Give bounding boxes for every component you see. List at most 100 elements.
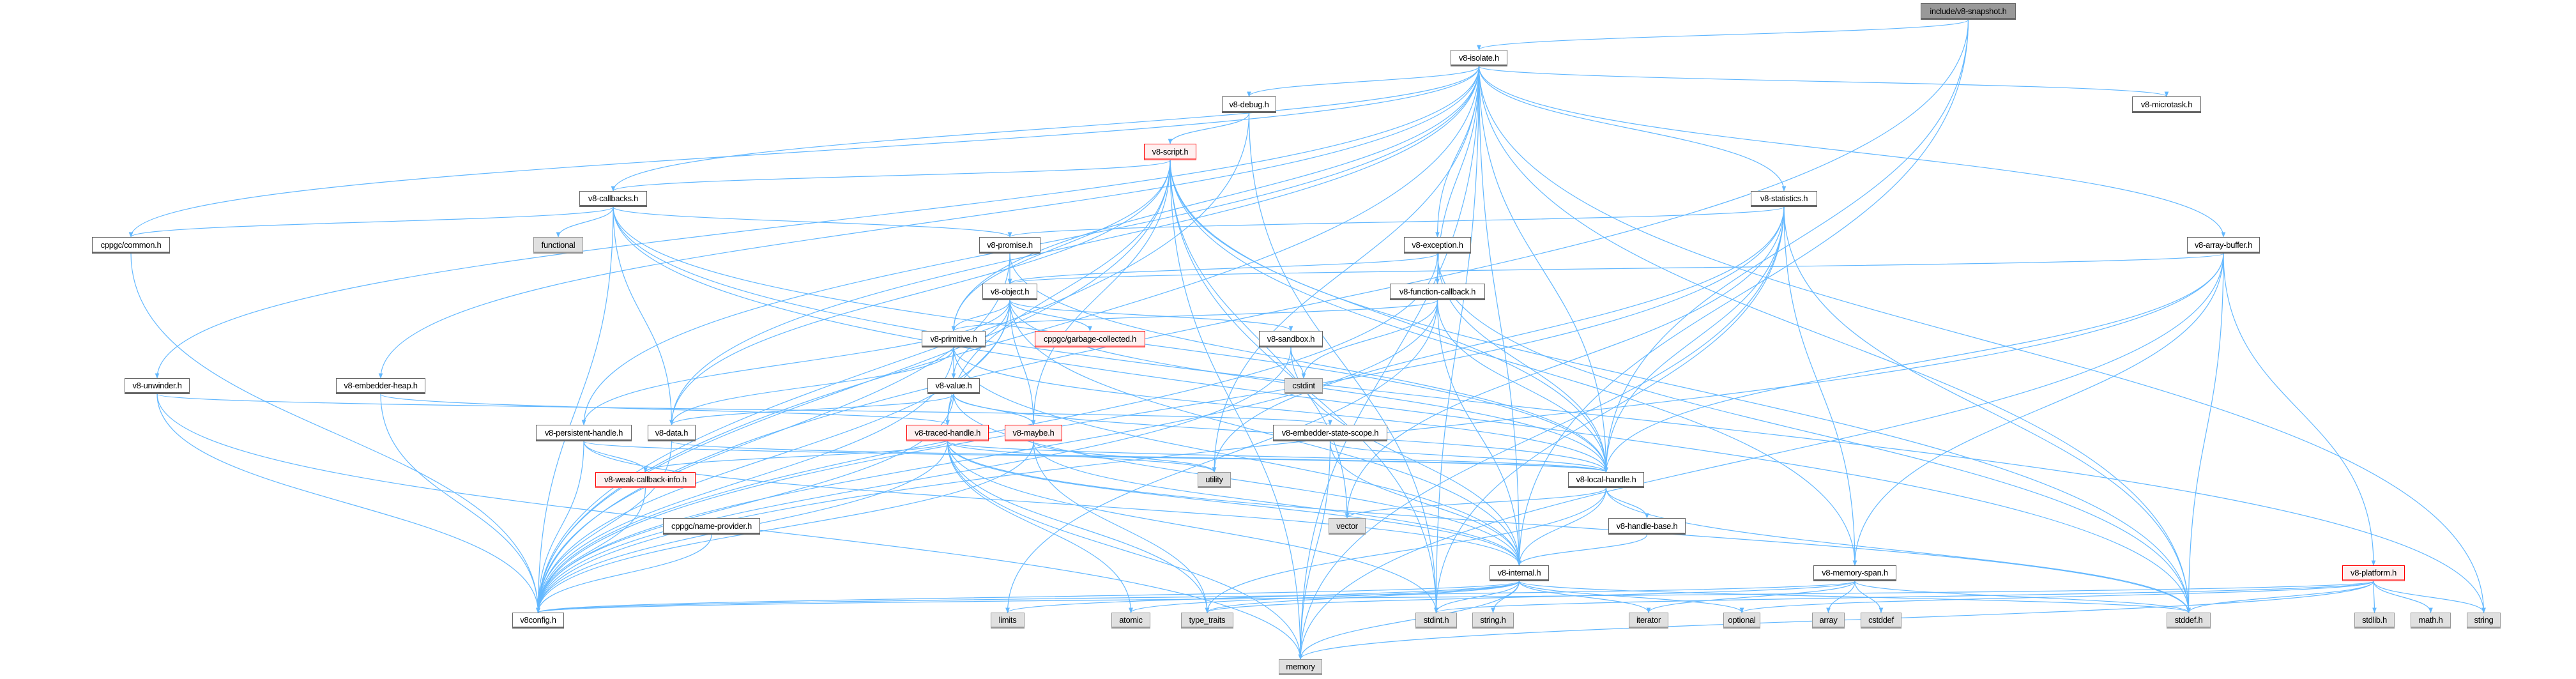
node-v8-embedder-state-scope-h[interactable]: v8-embedder-state-scope.h — [1273, 425, 1387, 441]
node-v8-function-callback-h[interactable]: v8-function-callback.h — [1390, 284, 1485, 300]
edge-v8-internal-h-to-atomic — [1129, 581, 1520, 613]
edge-v8-object-h-to-v8config-h — [536, 300, 1010, 613]
edge-v8-value-h-to-v8-maybe-h — [953, 393, 1036, 425]
node-v8-isolate-h[interactable]: v8-isolate.h — [1451, 50, 1507, 66]
node-string-h: string.h — [1472, 613, 1514, 629]
edge-v8-platform-h-to-optional — [1739, 581, 2374, 613]
edge-v8-traced-handle-h-to-v8-internal-h — [947, 441, 1521, 566]
node-v8-array-buffer-h[interactable]: v8-array-buffer.h — [2187, 237, 2260, 254]
node-label: iterator — [1636, 615, 1661, 625]
edge-v8-array-buffer-h-to-v8-object-h — [1008, 253, 2224, 284]
node-stdlib-h: stdlib.h — [2354, 613, 2395, 629]
node-v8-callbacks-h[interactable]: v8-callbacks.h — [579, 191, 647, 207]
edge-v8-isolate-h-to-v8-callbacks-h — [611, 66, 1480, 192]
edge-v8-embedder-state-scope-h-to-memory — [1298, 441, 1331, 660]
edge-v8-value-h-to-v8-internal-h — [953, 393, 1521, 566]
node-optional: optional — [1723, 613, 1760, 629]
edge-v8-persistent-handle-h-to-v8config-h — [536, 441, 584, 613]
edge-cppgc-common-h-to-v8config-h — [130, 253, 540, 613]
edge-v8-traced-handle-h-to-v8-local-handle-h — [947, 441, 1608, 473]
node-memory: memory — [1279, 659, 1322, 675]
edge-v8-function-callback-h-to-v8config-h — [536, 300, 1438, 613]
edge-v8-function-callback-h-to-v8-local-handle-h — [1437, 300, 1608, 473]
node-label: v8-sandbox.h — [1267, 333, 1315, 344]
edge-v8-embedder-heap-h-to-v8config-h — [380, 393, 540, 613]
node-iterator: iterator — [1629, 613, 1668, 629]
node-label: v8-embedder-state-scope.h — [1281, 427, 1379, 438]
node-label: v8-exception.h — [1412, 240, 1463, 250]
node-v8-primitive-h[interactable]: v8-primitive.h — [922, 331, 986, 347]
node-math-h: math.h — [2411, 613, 2451, 629]
edge-v8-isolate-h-to-string — [1478, 66, 2486, 613]
node-cstddef: cstddef — [1861, 613, 1902, 629]
node-label: v8-unwinder.h — [132, 381, 182, 390]
edge-v8-internal-h-to-iterator — [1518, 581, 1651, 613]
edge-v8-script-h-to-stddef-h — [1170, 160, 2191, 613]
node-label: v8-isolate.h — [1459, 52, 1499, 63]
node-v8-debug-h[interactable]: v8-debug.h — [1222, 96, 1276, 113]
node-v8-unwinder-h[interactable]: v8-unwinder.h — [125, 378, 190, 394]
edge-v8-platform-h-to-stdlib-h — [2372, 581, 2377, 613]
edge-v8-isolate-h-to-v8-debug-h — [1247, 66, 1480, 97]
edge-v8-callbacks-h-to-v8-promise-h — [613, 206, 1012, 238]
edge-v8-unwinder-h-to-v8config-h — [156, 393, 540, 613]
node-v8-statistics-h[interactable]: v8-statistics.h — [1751, 191, 1817, 207]
edge-v8-exception-h-to-stddef-h — [1437, 253, 2191, 613]
node-label: v8-data.h — [655, 427, 689, 438]
edge-v8-value-h-to-v8-data-h — [669, 393, 954, 425]
node-stddef-h: stddef.h — [2167, 613, 2211, 629]
node-include-v8-snapshot-h[interactable]: include/v8-snapshot.h — [1921, 3, 2016, 20]
node-cppgc-name-provider-h[interactable]: cppgc/name-provider.h — [663, 518, 760, 535]
node-v8-script-h[interactable]: v8-script.h — [1144, 144, 1196, 160]
node-v8-data-h[interactable]: v8-data.h — [648, 425, 696, 441]
node-label: v8-local-handle.h — [1576, 475, 1636, 484]
edge-v8-script-h-to-v8-data-h — [669, 160, 1171, 425]
edge-v8-unwinder-h-to-v8-embedder-state-scope-h — [156, 393, 1332, 425]
node-v8-microtask-h[interactable]: v8-microtask.h — [2132, 96, 2201, 113]
node-v8-object-h[interactable]: v8-object.h — [982, 284, 1037, 300]
node-label: optional — [1728, 615, 1756, 625]
node-cppgc-common-h[interactable]: cppgc/common.h — [92, 237, 170, 254]
node-label: v8-weak-callback-info.h — [604, 475, 687, 484]
edge-v8-object-h-to-v8-primitive-h — [951, 300, 1010, 332]
node-label: functional — [541, 240, 575, 250]
node-v8-platform-h[interactable]: v8-platform.h — [2342, 565, 2405, 581]
node-label: v8-microtask.h — [2140, 99, 2193, 109]
node-label: v8-memory-span.h — [1822, 568, 1888, 577]
edge-v8-platform-h-to-stdint-h — [1434, 581, 2374, 613]
node-v8-embedder-heap-h[interactable]: v8-embedder-heap.h — [336, 378, 425, 394]
node-label: cppgc/name-provider.h — [671, 521, 752, 531]
node-v8config-h[interactable]: v8config.h — [512, 613, 564, 629]
edge-v8-script-h-to-v8-traced-handle-h — [945, 160, 1171, 425]
node-limits: limits — [991, 613, 1025, 629]
edge-v8-platform-h-to-v8config-h — [537, 581, 2374, 613]
node-v8-internal-h[interactable]: v8-internal.h — [1490, 565, 1549, 581]
edge-v8-embedder-state-scope-h-to-v8-local-handle-h — [1329, 441, 1608, 473]
node-v8-handle-base-h[interactable]: v8-handle-base.h — [1608, 518, 1686, 535]
node-v8-promise-h[interactable]: v8-promise.h — [979, 237, 1040, 254]
node-v8-persistent-handle-h[interactable]: v8-persistent-handle.h — [536, 425, 632, 441]
node-label: array — [1819, 615, 1838, 625]
node-cppgc-garbage-collected-h[interactable]: cppgc/garbage-collected.h — [1035, 331, 1145, 347]
node-label: v8-callbacks.h — [588, 194, 639, 203]
node-v8-maybe-h[interactable]: v8-maybe.h — [1005, 425, 1062, 441]
edge-v8-traced-handle-h-to-v8-weak-callback-info-h — [643, 441, 949, 473]
edge-v8-function-callback-h-to-cstdint — [1301, 300, 1438, 379]
edge-v8-script-h-to-vector — [1170, 160, 1350, 519]
edge-v8-primitive-h-to-v8-internal-h — [953, 347, 1521, 566]
node-label: string — [2474, 615, 2494, 625]
node-v8-sandbox-h[interactable]: v8-sandbox.h — [1259, 331, 1323, 347]
node-v8-value-h[interactable]: v8-value.h — [927, 378, 980, 394]
edge-v8-platform-h-to-math-h — [2373, 581, 2433, 613]
edge-v8-embedder-heap-h-to-v8-traced-handle-h — [380, 393, 950, 425]
node-v8-memory-span-h[interactable]: v8-memory-span.h — [1813, 565, 1896, 581]
node-v8-traced-handle-h[interactable]: v8-traced-handle.h — [906, 425, 989, 441]
edge-v8-array-buffer-h-to-v8-platform-h — [2223, 253, 2376, 566]
node-label: stdlib.h — [2362, 615, 2387, 625]
node-v8-local-handle-h[interactable]: v8-local-handle.h — [1568, 472, 1644, 488]
node-v8-weak-callback-info-h[interactable]: v8-weak-callback-info.h — [595, 472, 696, 488]
node-v8-exception-h[interactable]: v8-exception.h — [1404, 237, 1471, 254]
edge-v8-statistics-h-to-memory — [1298, 206, 1785, 660]
edge-v8-isolate-h-to-memory — [1298, 66, 1480, 660]
edge-v8-internal-h-to-memory — [1298, 581, 1520, 660]
